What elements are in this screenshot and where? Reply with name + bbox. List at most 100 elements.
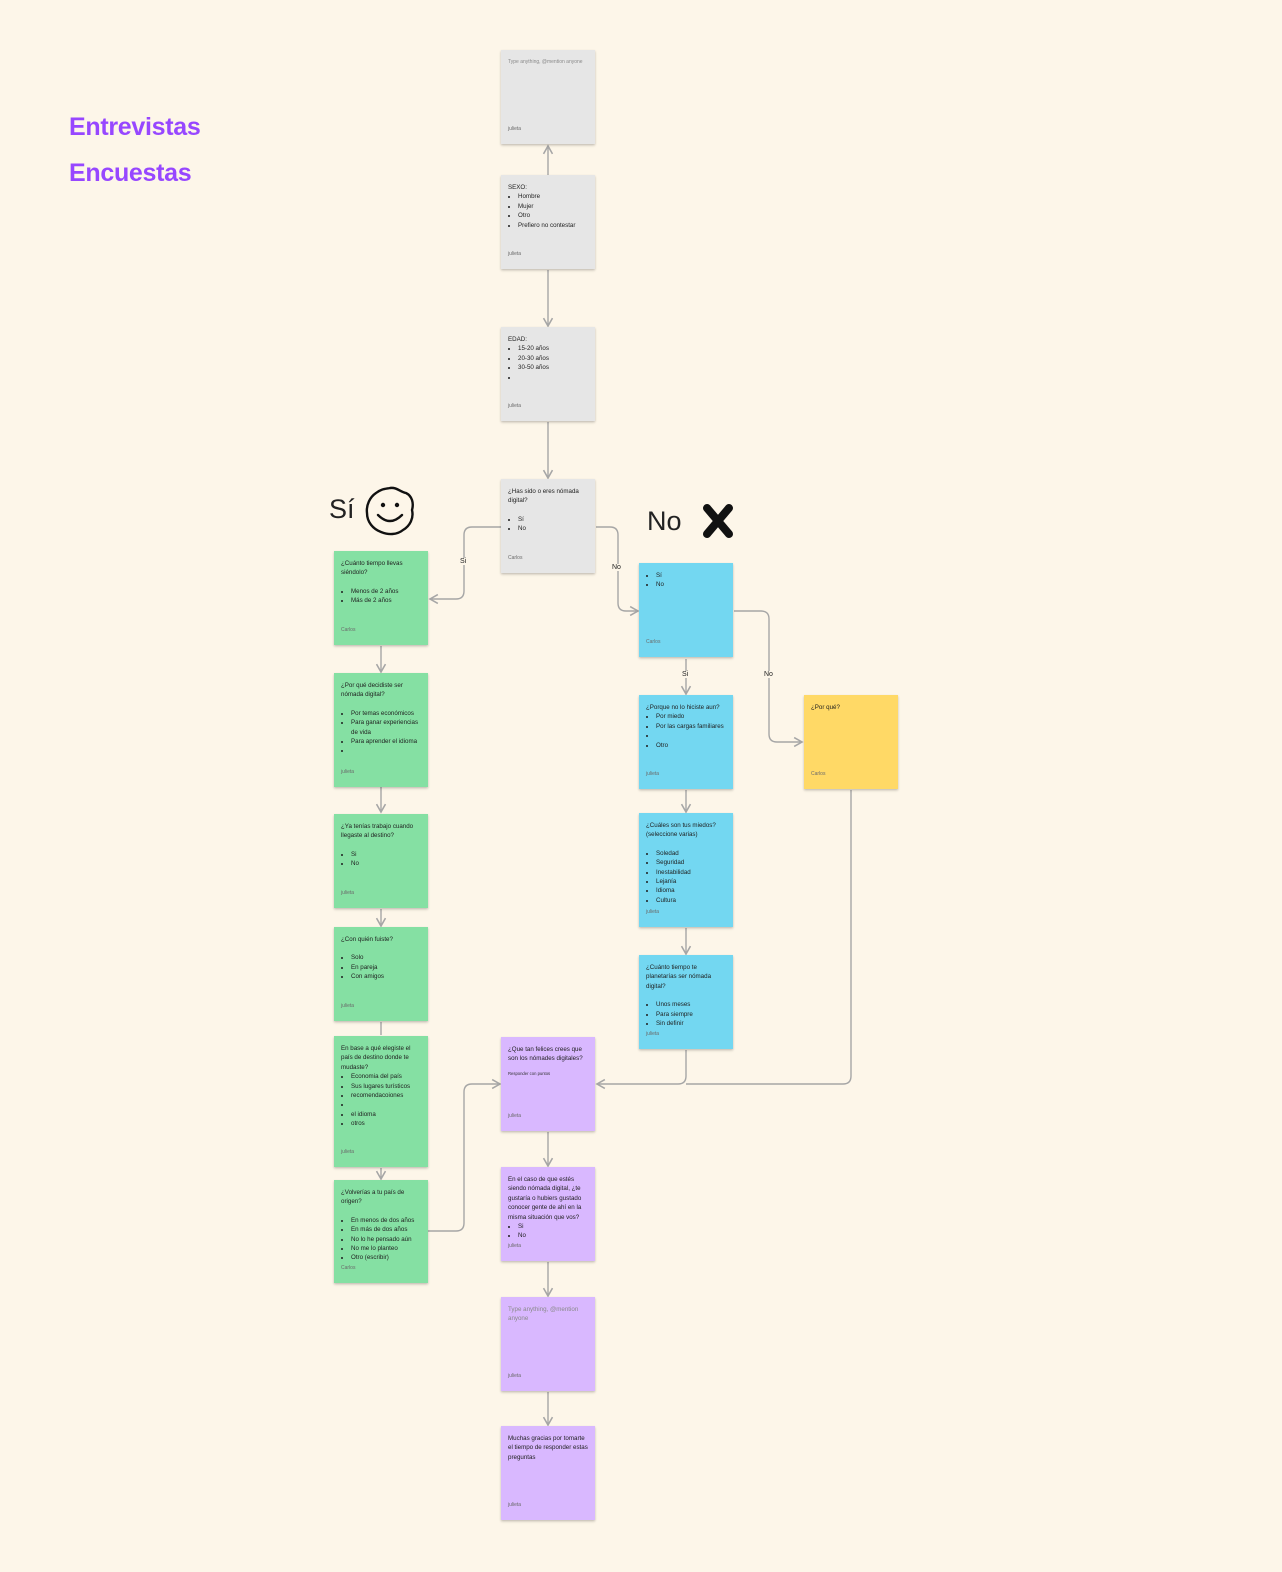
list-item: Por las cargas familiares [656, 722, 726, 731]
note-title: Muchas gracias por tomarte el tiempo de … [508, 1435, 588, 1461]
note-author: julieta [508, 1112, 522, 1119]
heading-entrevistas[interactable]: Entrevistas [69, 113, 201, 141]
sticky-note-volverias[interactable]: ¿Volverías a tu país de origen? En menos… [334, 1180, 428, 1283]
note-author: Carlos [508, 554, 523, 561]
note-author: julieta [341, 1148, 355, 1155]
sticky-note-conocer-gente[interactable]: En el caso de que estés siendo nómada di… [501, 1167, 595, 1261]
list-item: Para aprender el idioma [351, 737, 421, 746]
list-item: En menos de dos años [351, 1216, 421, 1225]
sticky-note-con-quien[interactable]: ¿Con quién fuiste? Solo En pareja Con am… [334, 927, 428, 1021]
list-item: Sin definir [656, 1019, 726, 1028]
list-item [351, 746, 421, 755]
note-author: Carlos [811, 770, 826, 777]
list-item: Si [518, 1222, 588, 1231]
note-title: ¿Volverías a tu país de origen? [341, 1189, 405, 1206]
note-author: julieta [341, 889, 355, 896]
list-item: Por temas económicos [351, 709, 421, 718]
x-mark-icon [703, 504, 733, 538]
sticky-note-destino[interactable]: En base a qué elegiste el país de destin… [334, 1036, 428, 1167]
edge-label-no-yellow: No [763, 671, 774, 678]
note-author: Carlos [341, 1264, 356, 1271]
note-author: julieta [508, 125, 522, 132]
list-item: Por miedo [656, 712, 726, 721]
branch-label-no: No [647, 506, 682, 536]
sticky-note-si-no[interactable]: Sí No Carlos [639, 563, 733, 657]
list-item: No [351, 859, 421, 868]
sticky-note-cuanto-tiempo[interactable]: ¿Cuánto tiempo te planetarías ser nómada… [639, 955, 733, 1049]
list-item: Si [351, 850, 421, 859]
note-author: julieta [646, 1030, 660, 1037]
connector-cuanto-felices [595, 1050, 687, 1090]
note-title: ¿Cuáles son tus miedos? (seleccione vari… [646, 822, 716, 839]
sticky-note-trabajo[interactable]: ¿Ya tenías trabajo cuando llegaste al de… [334, 814, 428, 908]
list-item: Más de 2 años [351, 596, 421, 605]
note-placeholder: Type anything, @mention anyone [508, 1306, 579, 1323]
list-item: otros [351, 1119, 421, 1128]
list-item: recomendacoiones [351, 1091, 421, 1100]
sticky-note-porque-nomada[interactable]: ¿Por qué decidiste ser nómada digital? P… [334, 673, 428, 787]
note-title: ¿Por qué decidiste ser nómada digital? [341, 682, 403, 699]
sticky-note-nomada[interactable]: ¿Has sido o eres nómada digital? Sí No C… [501, 479, 595, 573]
note-title: ¿Que tan felices crees que son los nómad… [508, 1046, 583, 1063]
list-item: Sí [656, 571, 726, 580]
note-author: julieta [508, 1372, 522, 1379]
note-author: julieta [341, 1002, 355, 1009]
list-item: Lejanía [656, 877, 726, 886]
list-item: Inestabilidad [656, 868, 726, 877]
note-title: SEXO: [508, 184, 527, 191]
sticky-note-sexo[interactable]: SEXO: Hombre Mujer Otro Prefiero no cont… [501, 175, 595, 269]
note-title: ¿Cuánto tiempo llevas siéndolo? [341, 560, 403, 577]
list-item: Economia del país [351, 1072, 421, 1081]
note-title: En el caso de que estés siendo nómada di… [508, 1176, 582, 1221]
list-item: Otro (escribir) [351, 1253, 421, 1262]
list-item: Unos meses [656, 1000, 726, 1009]
sticky-note-miedos[interactable]: ¿Cuáles son tus miedos? (seleccione vari… [639, 813, 733, 927]
note-author: julieta [508, 402, 522, 409]
list-item: Prefiero no contestar [518, 221, 588, 230]
sticky-note-porque-no[interactable]: ¿Porque no lo hiciste aun? Por miedo Por… [639, 695, 733, 789]
note-title: ¿Con quién fuiste? [341, 936, 393, 943]
note-author: julieta [508, 1501, 522, 1508]
note-author: julieta [646, 770, 660, 777]
list-item: Cultura [656, 896, 726, 905]
list-item: Soledad [656, 849, 726, 858]
list-item: el idioma [351, 1110, 421, 1119]
list-item: Para ganar experiencias de vida [351, 718, 421, 737]
note-title: En base a qué elegiste el país de destin… [341, 1045, 411, 1071]
list-item: Seguridad [656, 858, 726, 867]
connector-volverias-felices [428, 1078, 502, 1232]
edge-label-si: Si [459, 558, 468, 565]
list-item: No me lo planteo [351, 1244, 421, 1253]
list-item [351, 1100, 421, 1109]
list-item: 30-50 años [518, 363, 588, 372]
sticky-note-tiempo[interactable]: ¿Cuánto tiempo llevas siéndolo? Menos de… [334, 551, 428, 645]
list-item: No [518, 1231, 588, 1240]
note-title: ¿Has sido o eres nómada digital? [508, 488, 579, 505]
note-title: ¿Cuánto tiempo te planetarías ser nómada… [646, 964, 712, 990]
note-author: julieta [341, 768, 355, 775]
heading-encuestas[interactable]: Encuestas [69, 159, 192, 187]
sticky-note-edad[interactable]: EDAD: 15-20 años 20-30 años 30-50 años j… [501, 327, 595, 421]
note-title: ¿Ya tenías trabajo cuando llegaste al de… [341, 823, 414, 840]
sticky-note-top[interactable]: Type anything, @mention anyone julieta [501, 50, 595, 144]
list-item: Con amigos [351, 972, 421, 981]
list-item: Sí [518, 515, 588, 524]
note-subtext: Responder con puntos [508, 1070, 551, 1076]
list-item: Mujer [518, 202, 588, 211]
list-item: Menos de 2 años [351, 587, 421, 596]
note-author: Carlos [646, 638, 661, 645]
list-item [518, 373, 588, 382]
sticky-note-felices[interactable]: ¿Que tan felices crees que son los nómad… [501, 1037, 595, 1131]
branch-label-si: Sí [329, 494, 355, 524]
note-author: julieta [646, 908, 660, 915]
note-author: julieta [508, 250, 522, 257]
sticky-note-por-que[interactable]: ¿Por qué? Carlos [804, 695, 898, 789]
list-item: Sus lugares turísticos [351, 1082, 421, 1091]
sticky-note-gracias[interactable]: Muchas gracias por tomarte el tiempo de … [501, 1426, 595, 1520]
sticky-note-empty[interactable]: Type anything, @mention anyone julieta [501, 1297, 595, 1391]
list-item: 20-30 años [518, 354, 588, 363]
edge-label-si-down: Si [681, 671, 690, 678]
smiley-face-icon [365, 486, 414, 536]
list-item: Solo [351, 953, 421, 962]
